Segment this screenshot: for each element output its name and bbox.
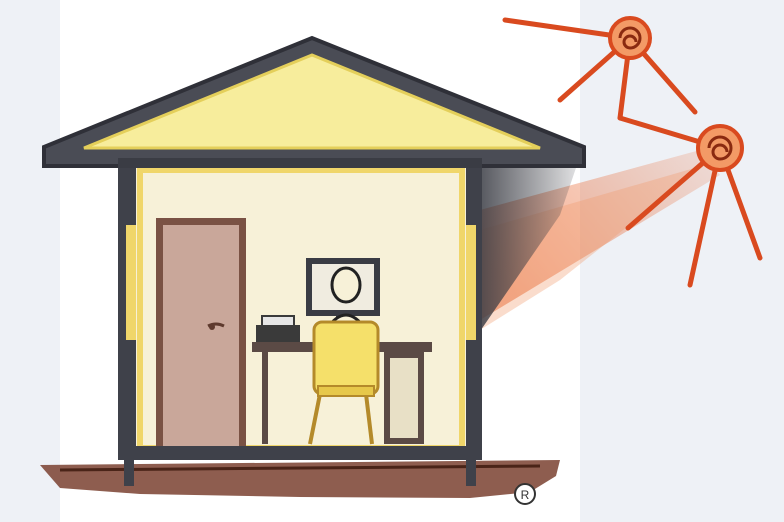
right-foundation xyxy=(466,456,476,486)
left-wall-insulation xyxy=(126,225,136,340)
registered-mark-text: R xyxy=(521,488,530,502)
left-background-strip xyxy=(0,0,60,522)
right-background-panel xyxy=(580,0,784,522)
right-wall-insulation xyxy=(466,225,476,340)
registered-mark: R xyxy=(515,484,535,504)
floor-slab xyxy=(118,446,482,460)
door-icon xyxy=(156,218,246,446)
printer-icon xyxy=(256,316,300,342)
ceiling-beam xyxy=(118,158,482,168)
left-foundation xyxy=(124,456,134,486)
